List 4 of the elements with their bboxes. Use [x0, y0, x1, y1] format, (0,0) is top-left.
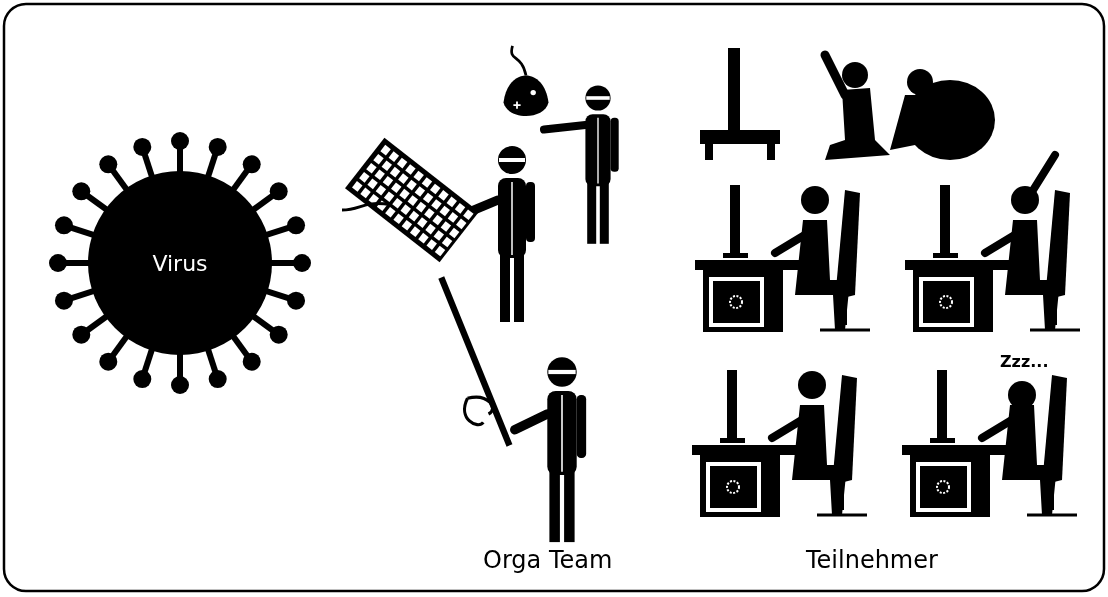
virus-label: Virus [151, 250, 209, 276]
sleep-text: Zzz... [1000, 352, 1049, 371]
group-label: Teilnehmer [806, 546, 938, 574]
group-label: Orga Team [483, 546, 613, 574]
